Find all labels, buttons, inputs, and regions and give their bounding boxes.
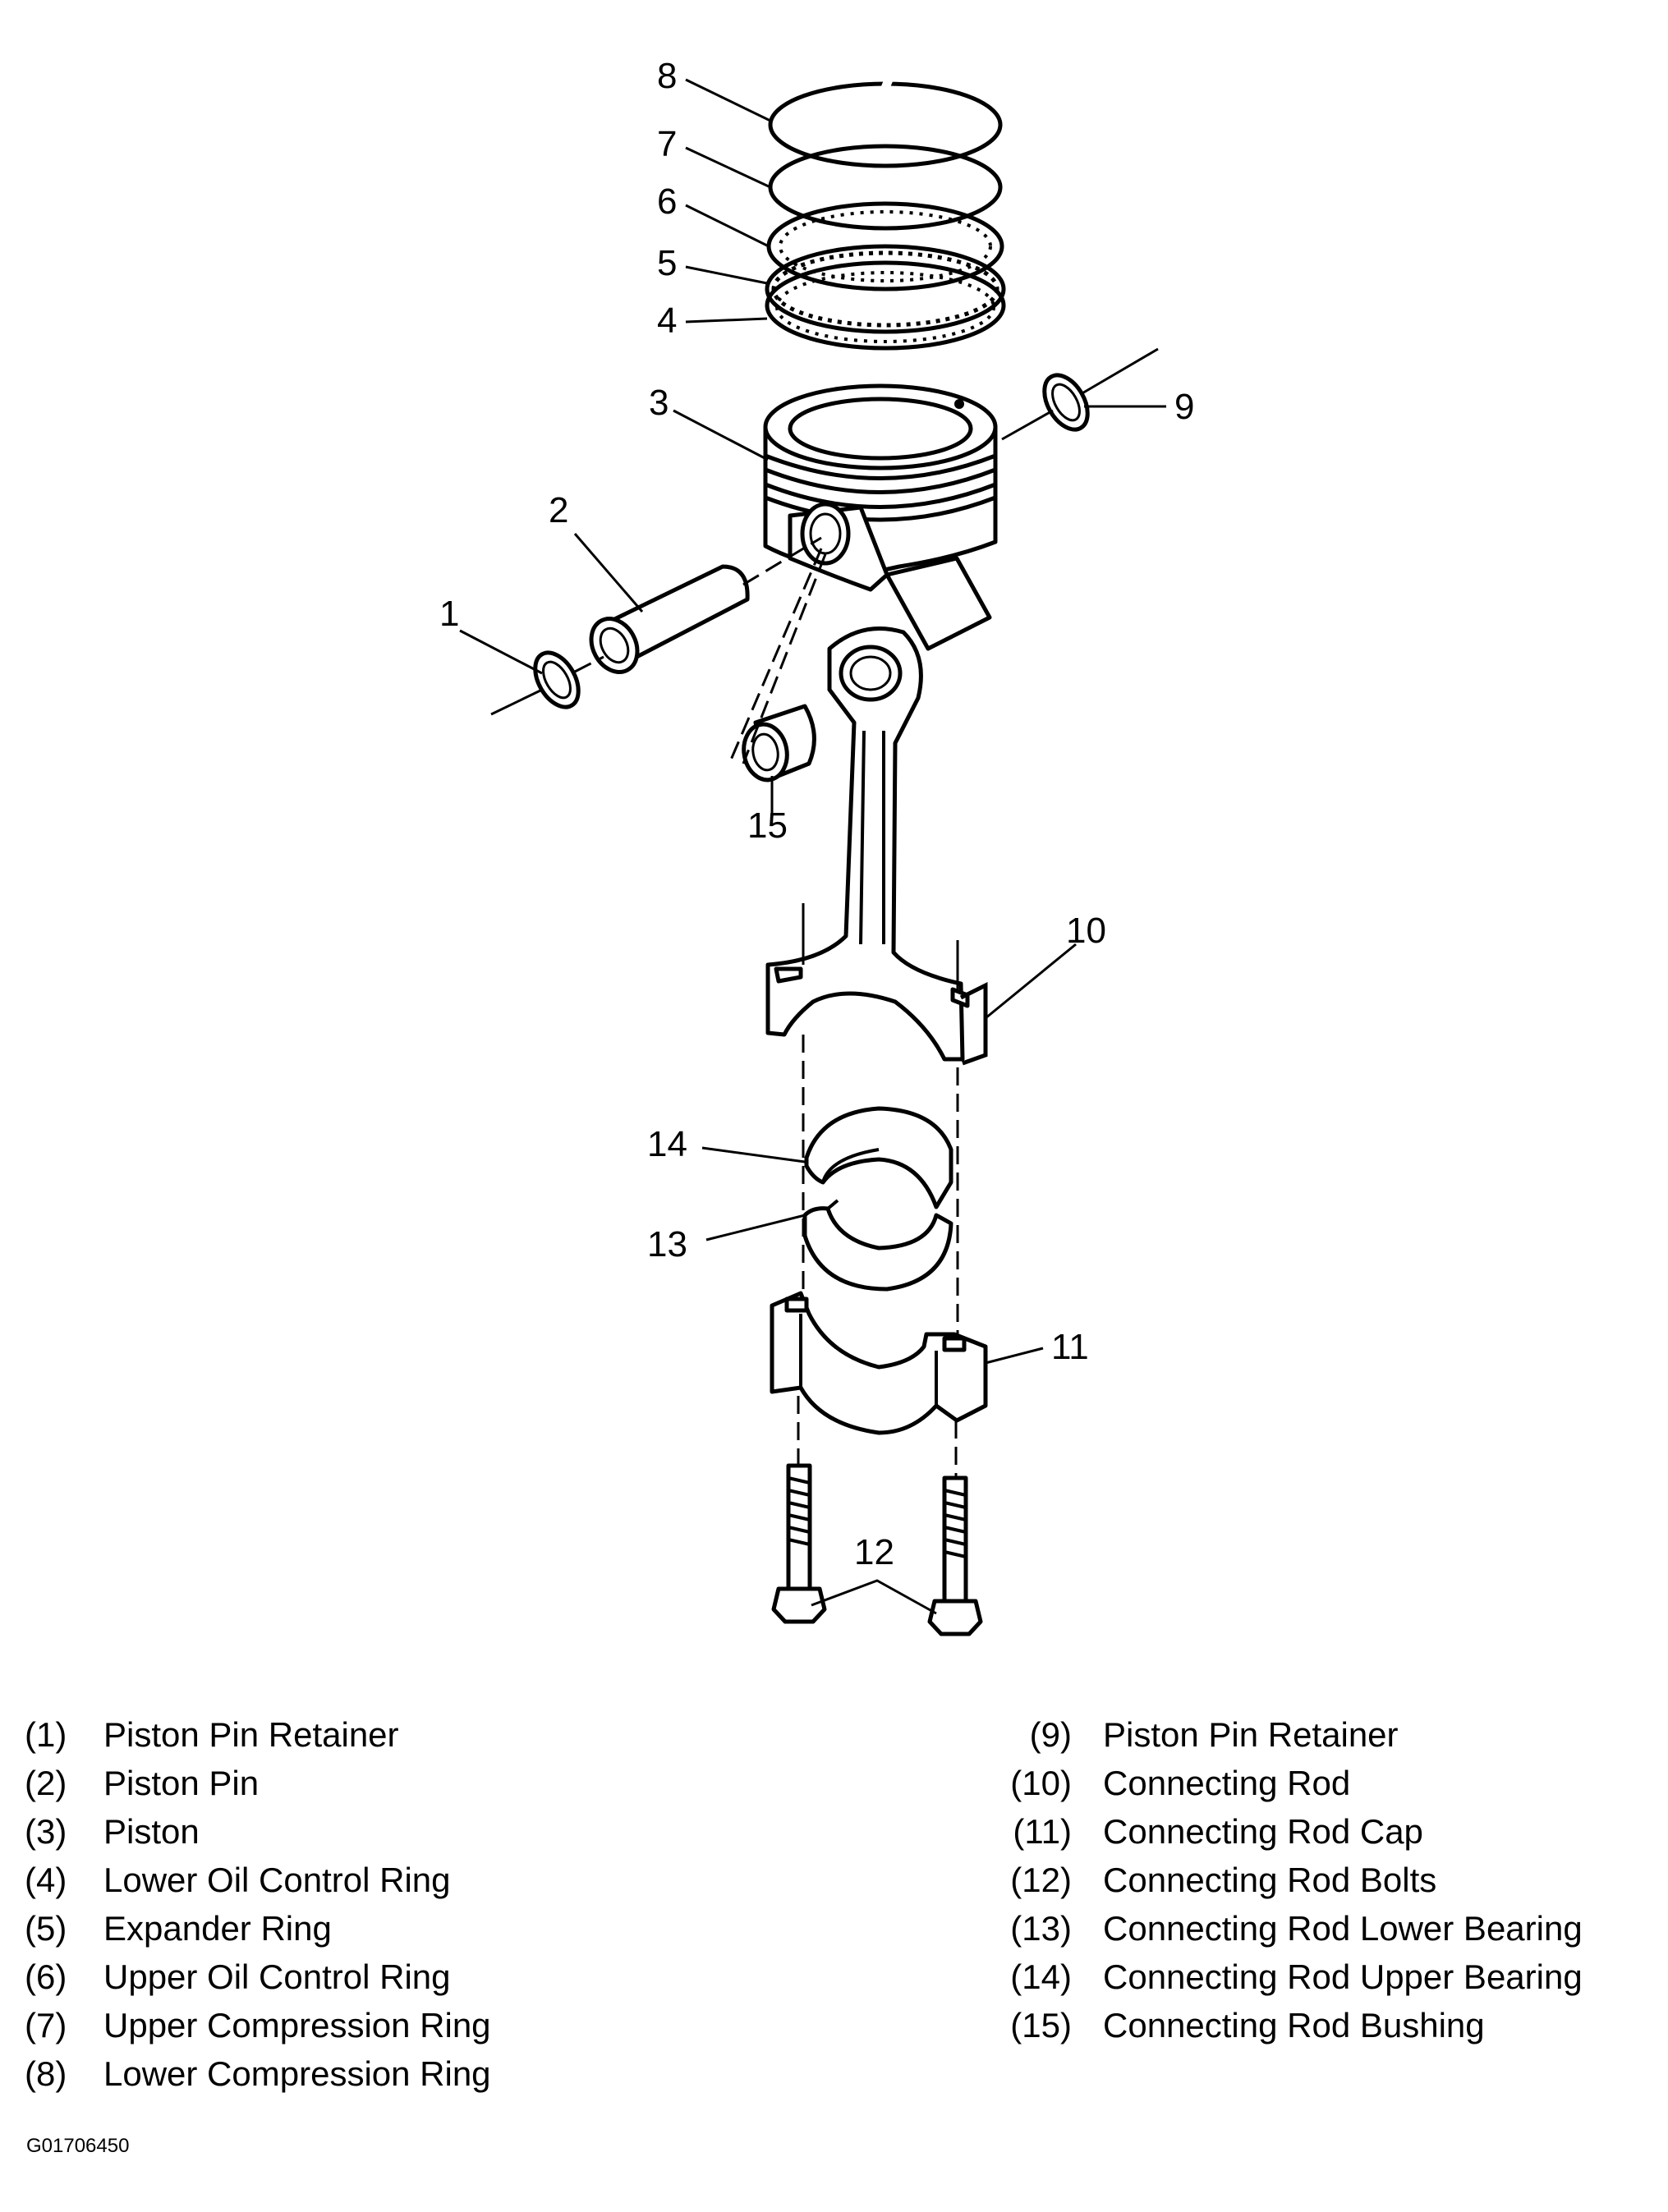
legend-label: Piston: [103, 1812, 200, 1851]
legend-item: (12) Connecting Rod Bolts: [1006, 1856, 1583, 1904]
legend-item: (7) Upper Compression Ring: [25, 2001, 491, 2049]
connecting-rod-cap: [770, 1291, 988, 1435]
callout-2: 2: [549, 490, 568, 530]
leader-lines: [459, 78, 1166, 1615]
legend-item: (9) Piston Pin Retainer: [1006, 1710, 1583, 1759]
callout-1: 1: [439, 594, 459, 634]
connecting-rod-bushing: [742, 704, 816, 782]
legend-item: (15) Connecting Rod Bushing: [1006, 2001, 1583, 2049]
callout-3: 3: [649, 383, 669, 423]
piston-pin: [589, 564, 750, 674]
legend-label: Expander Ring: [103, 1909, 332, 1948]
legend-item: (2) Piston Pin: [25, 1759, 491, 1807]
callout-6: 6: [657, 181, 677, 222]
legend-item: (14) Connecting Rod Upper Bearing: [1006, 1953, 1583, 2001]
piston: [763, 383, 998, 651]
connecting-rod-lower-bearing: [802, 1199, 953, 1292]
legend-item: (8) Lower Compression Ring: [25, 2049, 491, 2098]
parts-legend-left: (1) Piston Pin Retainer (2) Piston Pin (3)…: [25, 1710, 491, 2098]
piston-pin-retainer-right: [1042, 373, 1090, 432]
legend-label: Piston Pin Retainer: [103, 1715, 399, 1754]
legend-label: Piston Pin: [103, 1764, 260, 1802]
legend-label: Connecting Rod Bolts: [1103, 1861, 1437, 1899]
legend-label: Upper Oil Control Ring: [103, 1957, 451, 1996]
legend-number: (14): [1010, 1957, 1072, 1996]
assembly-lines: [490, 347, 1159, 1478]
legend-number: (13): [1010, 1909, 1072, 1948]
legend-label: Upper Compression Ring: [103, 2006, 491, 2044]
legend-label: Piston Pin Retainer: [1103, 1715, 1399, 1754]
callout-9: 9: [1174, 387, 1194, 427]
connecting-rod-upper-bearing: [804, 1106, 953, 1209]
legend-number: (9): [1029, 1715, 1072, 1754]
legend-item: (6) Upper Oil Control Ring: [25, 1953, 491, 2001]
legend-item: (13) Connecting Rod Lower Bearing: [1006, 1904, 1583, 1953]
legend-label: Connecting Rod Cap: [1103, 1812, 1423, 1851]
lower-oil-control-ring: [765, 260, 1006, 351]
legend-number: (12): [1010, 1861, 1072, 1899]
figure-code: G01706450: [26, 2135, 130, 2157]
legend-item: (10) Connecting Rod: [1006, 1759, 1583, 1807]
legend-label: Connecting Rod Lower Bearing: [1103, 1909, 1583, 1948]
legend-label: Connecting Rod Bushing: [1103, 2006, 1485, 2044]
callout-numbers: 8 7 6 5 4 3 9 2 1 15 10 14 13 11 12: [439, 56, 1194, 1572]
connecting-rod-bolt-right: [927, 1475, 983, 1636]
callout-5: 5: [657, 243, 677, 283]
callout-8: 8: [657, 56, 677, 96]
connecting-rod: [765, 626, 988, 1066]
callout-13: 13: [647, 1224, 687, 1264]
legend-item: (3) Piston: [25, 1807, 491, 1856]
connecting-rod-bolt-left: [771, 1463, 827, 1624]
piston-pin-retainer-left: [533, 650, 581, 709]
callout-4: 4: [657, 301, 677, 341]
callout-15: 15: [747, 805, 788, 846]
legend-label: Lower Oil Control Ring: [103, 1861, 451, 1899]
legend-number: (15): [1010, 2006, 1072, 2044]
legend-number: (4): [25, 1861, 67, 1899]
legend-number: (3): [25, 1812, 67, 1851]
callout-10: 10: [1066, 911, 1106, 951]
legend-item: (5) Expander Ring: [25, 1904, 491, 1953]
legend-label: Connecting Rod Upper Bearing: [1103, 1957, 1583, 1996]
legend-item: (1) Piston Pin Retainer: [25, 1710, 491, 1759]
legend-number: (6): [25, 1957, 67, 1996]
callout-11: 11: [1051, 1327, 1089, 1367]
legend-number: (8): [25, 2054, 67, 2093]
legend-label: Connecting Rod: [1103, 1764, 1351, 1802]
legend-item: (11) Connecting Rod Cap: [1006, 1807, 1583, 1856]
lower-compression-ring: [768, 78, 1003, 168]
callout-7: 7: [657, 124, 677, 164]
legend-number: (7): [25, 2006, 67, 2044]
parts-legend-right: (9) Piston Pin Retainer (10) Connecting Ro…: [1006, 1710, 1583, 2049]
callout-12: 12: [854, 1532, 894, 1572]
legend-number: (1): [25, 1715, 67, 1754]
callout-14: 14: [647, 1124, 687, 1164]
legend-number: (10): [1010, 1764, 1072, 1802]
legend-number: (11): [1013, 1812, 1072, 1851]
legend-item: (4) Lower Oil Control Ring: [25, 1856, 491, 1904]
legend-number: (5): [25, 1909, 67, 1948]
legend-label: Lower Compression Ring: [103, 2054, 491, 2093]
legend-number: (2): [25, 1764, 67, 1802]
